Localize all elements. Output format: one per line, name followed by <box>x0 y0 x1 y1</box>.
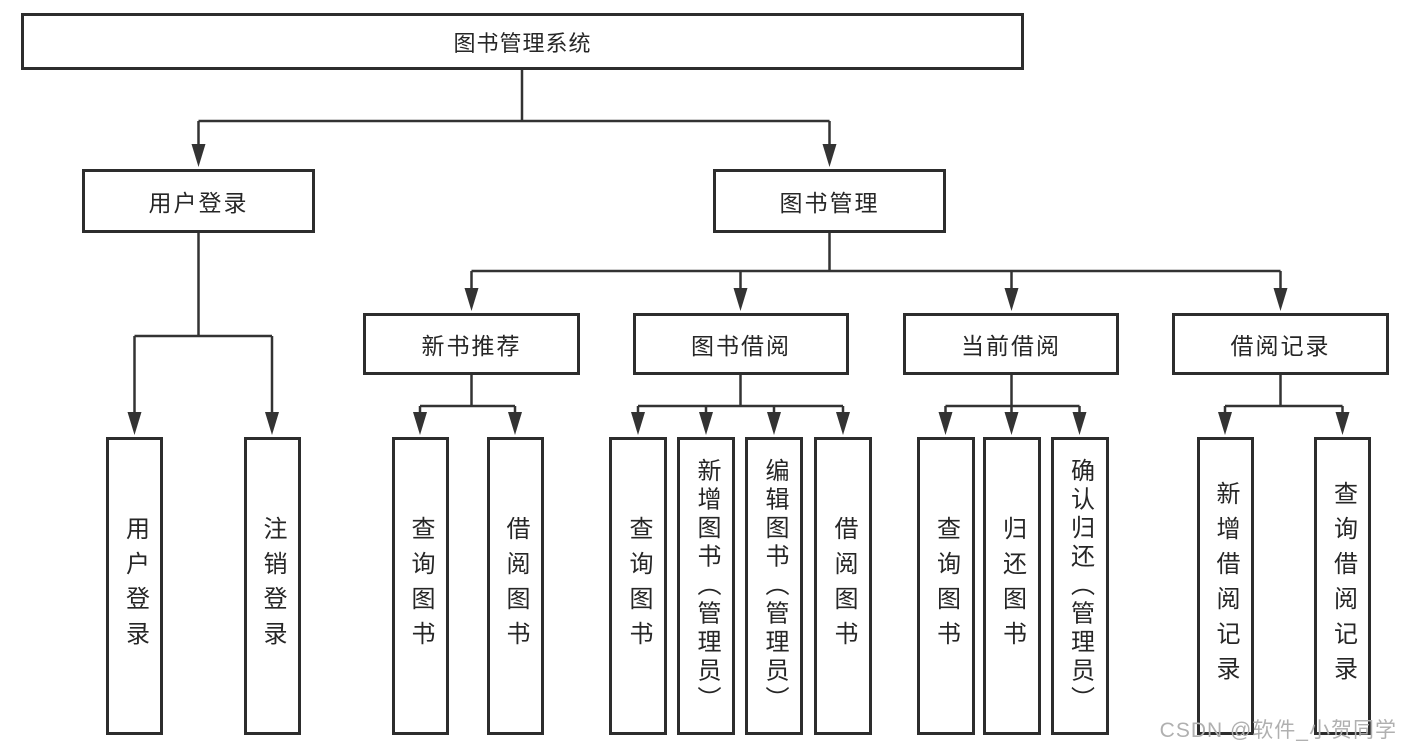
leaf-label: 新增借阅记录 <box>1212 481 1239 691</box>
leaf-return-books: 归还图书 <box>982 437 1041 735</box>
node-label: 用户登录 <box>148 190 249 216</box>
leaf-label: 确认归还（管理员） <box>1066 457 1094 715</box>
leaf-query-books: 查询图书 <box>609 437 667 735</box>
leaf-add-borrow-record: 新增借阅记录 <box>1196 437 1254 735</box>
leaf-label: 编辑图书（管理员） <box>761 457 788 715</box>
leaf-user-login: 用户登录 <box>106 437 163 735</box>
node-library-management-system: 图书管理系统 <box>21 13 1024 70</box>
leaf-label: 借阅图书 <box>830 516 857 656</box>
leaf-label: 查询借阅记录 <box>1329 481 1357 691</box>
csdn-watermark: CSDN @软件_小贺同学 <box>1159 719 1397 742</box>
leaf-query-books: 查询图书 <box>916 437 975 735</box>
node-book-management: 图书管理 <box>713 169 946 233</box>
leaf-label: 借阅图书 <box>502 516 529 656</box>
leaf-borrow-books: 借阅图书 <box>486 437 544 735</box>
leaf-borrow-books: 借阅图书 <box>814 437 872 735</box>
node-label: 图书管理 <box>779 190 880 216</box>
arrowheads <box>127 144 1350 435</box>
leaf-query-books: 查询图书 <box>391 437 449 735</box>
node-label: 图书管理系统 <box>453 30 592 56</box>
leaf-label: 查询图书 <box>625 516 652 656</box>
node-label: 借阅记录 <box>1230 333 1331 359</box>
leaf-logout: 注销登录 <box>243 437 301 735</box>
node-new-book-recommendation: 新书推荐 <box>363 313 580 375</box>
leaf-add-books-admin: 新增图书（管理员） <box>677 437 735 735</box>
node-borrowing-records: 借阅记录 <box>1172 313 1389 375</box>
leaf-edit-books-admin: 编辑图书（管理员） <box>745 437 803 735</box>
node-book-borrowing: 图书借阅 <box>633 313 849 375</box>
leaf-query-borrow-record: 查询借阅记录 <box>1314 437 1371 735</box>
leaf-label: 新增图书（管理员） <box>693 457 720 715</box>
leaf-label: 归还图书 <box>998 516 1026 656</box>
node-label: 当前借阅 <box>961 333 1061 359</box>
leaf-label: 注销登录 <box>259 516 286 656</box>
leaf-label: 查询图书 <box>407 516 434 656</box>
node-current-borrowing: 当前借阅 <box>903 313 1119 375</box>
node-label: 新书推荐 <box>421 333 522 359</box>
leaf-label: 用户登录 <box>121 516 149 656</box>
node-label: 图书借阅 <box>691 333 791 359</box>
node-user-login: 用户登录 <box>82 169 315 233</box>
leaf-label: 查询图书 <box>932 516 960 656</box>
leaf-confirm-return-admin: 确认归还（管理员） <box>1050 437 1109 735</box>
